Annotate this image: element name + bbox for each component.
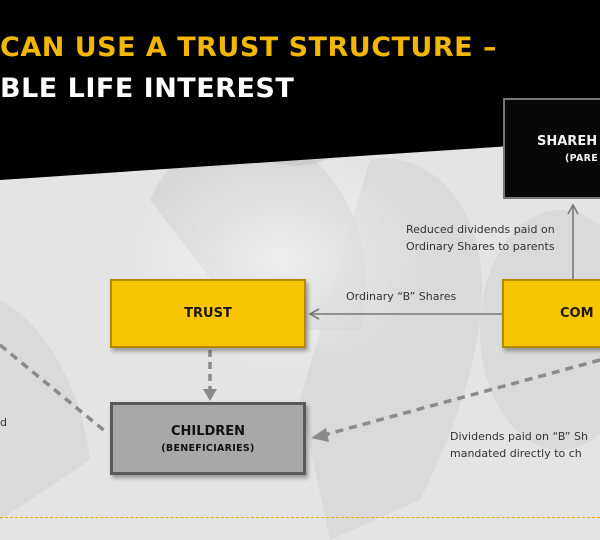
left-fragment-note: d	[0, 416, 7, 429]
bottom-dashed-rule	[0, 517, 600, 518]
reduced-dividends-line-1: Reduced dividends paid on	[406, 223, 555, 236]
children-box: CHILDREN (BENEFICIARIES)	[110, 402, 306, 475]
trust-label: TRUST	[184, 306, 232, 321]
shareholders-label: SHAREH	[537, 133, 598, 149]
company-label: COM	[560, 306, 594, 321]
dividends-line-2: mandated directly to ch	[450, 447, 582, 460]
title-line-2: BLE LIFE INTEREST	[0, 73, 295, 104]
dividends-note: Dividends paid on “B” Sh mandated direct…	[450, 428, 588, 462]
title-line-1: CAN USE A TRUST STRUCTURE –	[0, 32, 497, 63]
shareholders-box: SHAREH (PARE	[503, 98, 600, 199]
company-box: COM	[502, 279, 600, 348]
dividends-connector	[323, 358, 600, 437]
children-sublabel: (BENEFICIARIES)	[161, 442, 255, 454]
shareholders-sublabel: (PARE	[565, 152, 599, 164]
reduced-dividends-line-2: Ordinary Shares to parents	[406, 240, 555, 253]
ordinary-shares-note: Ordinary “B” Shares	[346, 290, 457, 303]
background-figure	[0, 300, 90, 520]
dividends-line-1: Dividends paid on “B” Sh	[450, 430, 588, 443]
dividends-arrowhead	[311, 428, 329, 442]
children-label: CHILDREN	[170, 423, 246, 439]
title-banner	[0, 0, 600, 180]
reduced-dividends-note: Reduced dividends paid on Ordinary Share…	[406, 221, 555, 255]
left-connector	[0, 343, 108, 434]
trust-box: TRUST	[110, 279, 306, 348]
trust-to-children-arrowhead	[203, 389, 217, 401]
